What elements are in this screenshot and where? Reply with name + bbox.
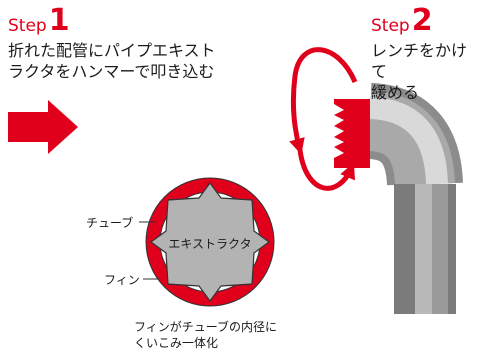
step2-word: Step (371, 16, 410, 36)
step2-description: レンチをかけて 緩める (371, 41, 468, 102)
step2-number: 2 (411, 3, 433, 38)
cross-section-caption: フィンがチューブの内径に くいこみ一体化 (134, 320, 278, 350)
extractor-head (334, 99, 370, 168)
step1-word: Step (8, 16, 47, 36)
extractor-fins (149, 181, 271, 303)
extractor-center-label: エキストラクタ (168, 237, 252, 251)
tube-label: チューブ (86, 216, 134, 230)
step1-number: 1 (48, 3, 70, 38)
rotation-arrow-upper (289, 47, 358, 155)
step2-heading: Step 2 (371, 3, 433, 38)
tube-cross-section (145, 177, 275, 307)
fin-label: フィン (104, 273, 140, 287)
rotation-arrow-lower (297, 149, 355, 191)
step1-description: 折れた配管にパイプエキスト ラクタをハンマーで叩き込む (8, 41, 216, 81)
hammer-direction-arrow (8, 100, 78, 154)
bent-pipe (366, 83, 463, 314)
step1-heading: Step 1 (8, 3, 70, 38)
